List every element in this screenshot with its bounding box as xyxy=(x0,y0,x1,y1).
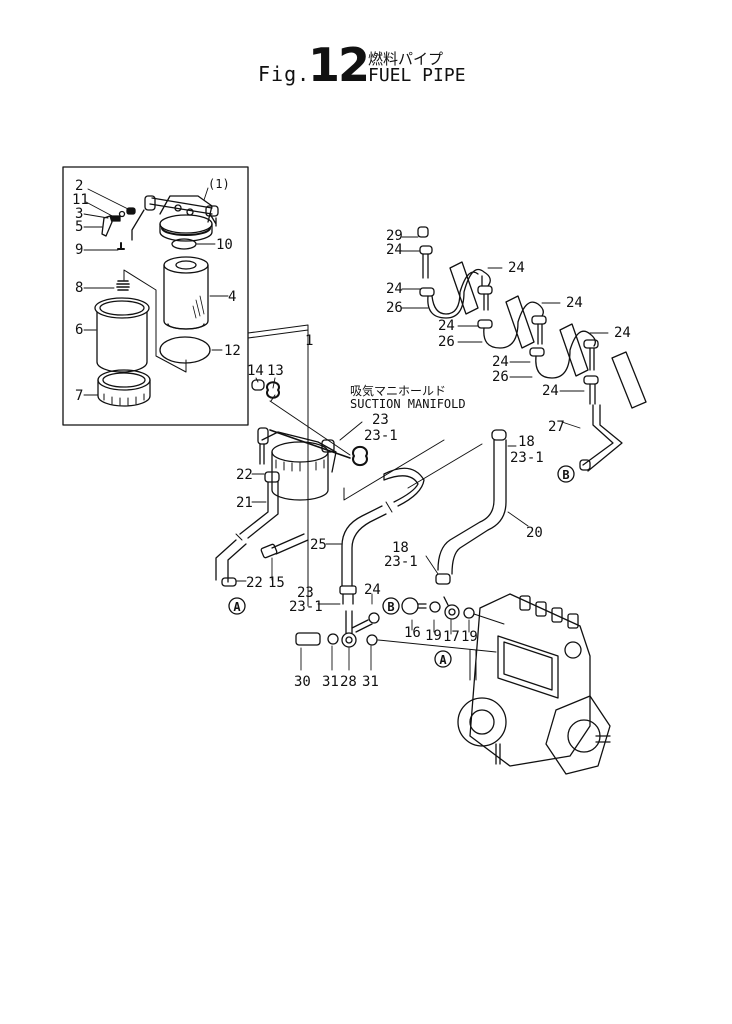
bleed-bolt-icon xyxy=(117,242,125,250)
clip-13-icon xyxy=(266,381,280,399)
label-24-c: 24 xyxy=(386,281,403,297)
filter-element-icon xyxy=(163,256,209,330)
filter-cup-icon xyxy=(94,297,150,373)
bolt-15-icon xyxy=(260,439,309,559)
label-23-bottom: 23 xyxy=(297,585,314,601)
svg-text:A: A xyxy=(439,653,447,667)
leader-1 xyxy=(247,324,309,607)
label-1: 1 xyxy=(305,333,313,349)
label-22-bottom: 22 xyxy=(246,575,263,591)
leader-14-13 xyxy=(269,394,351,456)
label-28: 28 xyxy=(340,674,357,690)
label-23-1-bottom: 23-1 xyxy=(289,599,323,615)
label-24-d: 24 xyxy=(566,295,583,311)
injection-pump-icon xyxy=(457,593,611,775)
label-26-c: 26 xyxy=(492,369,509,385)
label-6: 6 xyxy=(75,322,83,338)
banjo-fittings-icon xyxy=(295,596,505,653)
connector-b-fitting: B xyxy=(382,597,400,615)
label-24-b: 24 xyxy=(508,260,525,276)
o-ring-12-icon xyxy=(159,336,211,364)
label-3: 3 xyxy=(75,206,83,222)
label-1-paren: (1) xyxy=(208,177,230,191)
label-25: 25 xyxy=(310,537,327,553)
label-10: 10 xyxy=(216,237,233,253)
leader-lines xyxy=(83,187,609,671)
label-16: 16 xyxy=(404,625,421,641)
leader-suction xyxy=(343,439,483,501)
drain-cock-icon xyxy=(101,207,145,241)
label-23-1-hose20: 23-1 xyxy=(510,450,544,466)
sleeve-14-icon xyxy=(251,379,265,391)
hose-27-icon xyxy=(579,404,623,472)
label-21: 21 xyxy=(236,495,253,511)
label-24-g: 24 xyxy=(492,354,509,370)
label-31-right: 31 xyxy=(362,674,379,690)
title-english: FUEL PIPE xyxy=(368,65,466,86)
label-24-fitting: 24 xyxy=(364,582,381,598)
label-4: 4 xyxy=(228,289,236,305)
filter-inset xyxy=(62,166,249,426)
label-23-top: 23 xyxy=(372,412,389,428)
label-8: 8 xyxy=(75,280,83,296)
label-12: 12 xyxy=(224,343,241,359)
leader-manifold xyxy=(339,421,363,441)
label-23-1-lower: 23-1 xyxy=(384,554,418,570)
label-29: 29 xyxy=(386,228,403,244)
svg-text:B: B xyxy=(387,600,394,614)
label-27: 27 xyxy=(548,419,565,435)
label-2: 2 xyxy=(75,178,83,194)
connector-b-hose: B xyxy=(557,465,575,483)
label-30: 30 xyxy=(294,674,311,690)
filter-head-icon xyxy=(144,195,219,242)
o-ring-10-icon xyxy=(171,238,197,250)
svg-text:A: A xyxy=(233,600,241,614)
label-18-top: 18 xyxy=(518,434,535,450)
spring-icon xyxy=(116,280,130,291)
label-7: 7 xyxy=(75,388,83,404)
label-24-f: 24 xyxy=(614,325,631,341)
title-japanese: 燃料パイプ xyxy=(368,50,444,68)
label-17: 17 xyxy=(443,629,460,645)
label-24-e: 24 xyxy=(438,318,455,334)
clip-23-icon xyxy=(352,445,368,467)
filter-assembly-icon xyxy=(257,427,351,501)
label-26-a: 26 xyxy=(386,300,403,316)
hose-25-icon xyxy=(339,467,425,605)
figure-number: 12 xyxy=(308,38,370,92)
label-18-bottom: 18 xyxy=(392,540,409,556)
label-23-1-top: 23-1 xyxy=(364,428,398,444)
label-22-top: 22 xyxy=(236,467,253,483)
inset-frame xyxy=(62,166,249,426)
hose-21-icon xyxy=(215,471,280,587)
label-24-a: 24 xyxy=(386,242,403,258)
label-20: 20 xyxy=(526,525,543,541)
label-5: 5 xyxy=(75,219,83,235)
suction-manifold-jp: 吸気マニホールド xyxy=(350,383,446,398)
label-13: 13 xyxy=(267,363,284,379)
label-15: 15 xyxy=(268,575,285,591)
figure-prefix: Fig. xyxy=(258,62,311,86)
connector-a-pump: A xyxy=(434,650,452,668)
label-24-h: 24 xyxy=(542,383,559,399)
label-14: 14 xyxy=(247,363,264,379)
label-11: 11 xyxy=(72,192,89,208)
suction-manifold-en: SUCTION MANIFOLD xyxy=(350,397,466,411)
ring-nut-icon xyxy=(97,369,151,407)
svg-text:B: B xyxy=(562,468,569,482)
label-9: 9 xyxy=(75,242,83,258)
label-19-right: 19 xyxy=(461,629,478,645)
injection-pipes-icon xyxy=(417,226,647,409)
label-19-left: 19 xyxy=(425,628,442,644)
label-31-left: 31 xyxy=(322,674,339,690)
part-labels: (1) 2 11 3 5 9 10 8 4 6 12 7 1 14 13 吸気マ… xyxy=(72,177,631,690)
label-26-b: 26 xyxy=(438,334,455,350)
hose-20-icon xyxy=(435,429,507,585)
connector-a-top: A xyxy=(228,597,246,615)
